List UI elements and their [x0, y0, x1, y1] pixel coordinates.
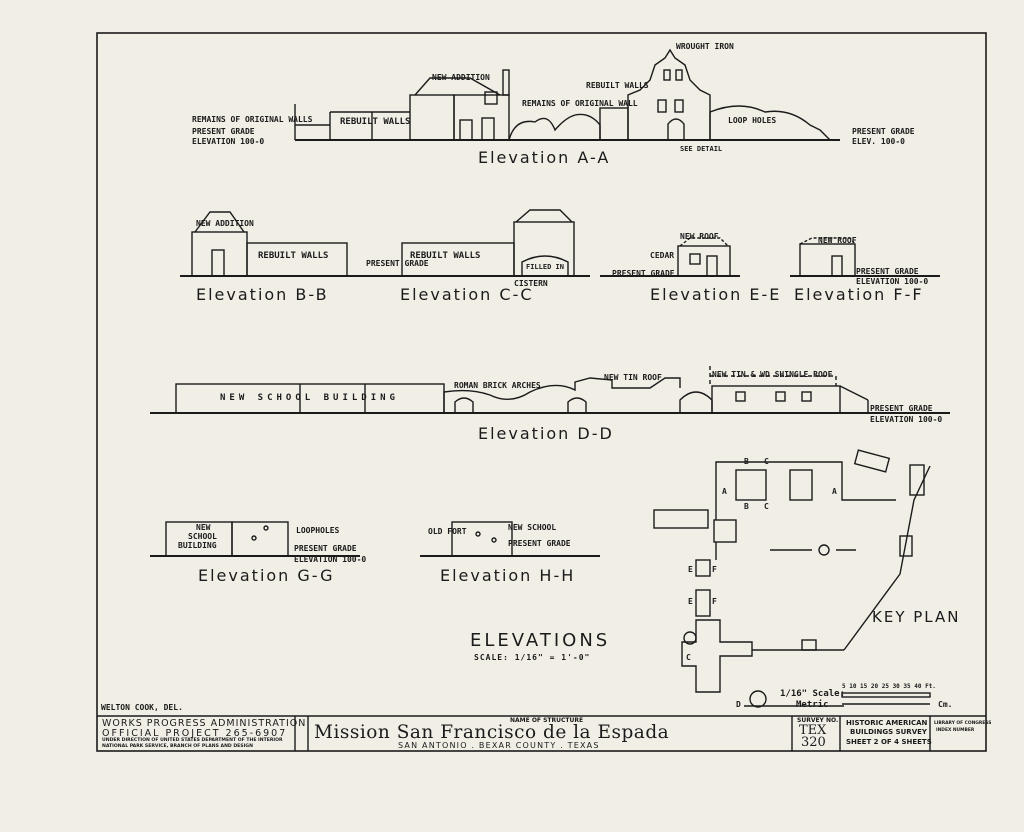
- label-filled-in: FILLED IN: [526, 263, 564, 271]
- scale-label: 1/16" Scale:: [780, 689, 846, 699]
- title-elevation-ff: Elevation F-F: [794, 285, 924, 304]
- label-new-gg: NEW: [196, 523, 211, 532]
- label-elevation-gg: ELEVATION 100-0: [294, 555, 367, 564]
- sheet-border: [96, 32, 987, 752]
- plan-letter: C: [686, 653, 691, 662]
- plan-letter: A: [832, 487, 837, 496]
- label-elevation-dd: ELEVATION 100-0: [870, 415, 943, 424]
- label-cedar: CEDAR: [650, 251, 675, 260]
- title-elevation-cc: Elevation C-C: [400, 285, 534, 304]
- plan-letter: F: [712, 565, 717, 574]
- label-new-addition-aa: NEW ADDITION: [432, 73, 490, 82]
- label-loopholes-gg: LOOPHOLES: [296, 526, 340, 535]
- title-elevation-hh: Elevation H-H: [440, 566, 576, 585]
- label-new-tin-shingle-roof: NEW TIN & WD SHINGLE ROOF: [712, 370, 833, 379]
- label-see-detail: SEE DETAIL: [680, 145, 723, 153]
- delineator-credit: WELTON COOK, DEL.: [101, 703, 183, 712]
- key-plan-title: KEY PLAN: [872, 608, 961, 626]
- elevation-hh-drawing: [420, 521, 600, 557]
- name-of-structure-caption: NAME OF STRUCTURE: [510, 717, 584, 724]
- agency-line-2: OFFICIAL PROJECT 265-6907: [102, 728, 288, 739]
- plan-letter: E: [688, 565, 693, 574]
- elevation-dd-drawing: [150, 366, 950, 414]
- label-present-grade-ff: PRESENT GRADE: [856, 267, 919, 276]
- label-remains-original-walls: REMAINS OF ORIGINAL WALLS: [192, 115, 313, 124]
- title-elevation-aa: Elevation A-A: [478, 148, 611, 167]
- elevation-gg-drawing: [150, 521, 360, 557]
- graphic-scale: [749, 690, 931, 708]
- label-rebuilt-walls-aa: REBUILT WALLS: [586, 81, 649, 90]
- label-elev-aa-right: ELEV. 100-0: [852, 137, 905, 146]
- elevations-heading: ELEVATIONS: [470, 630, 611, 651]
- metric-unit: Cm.: [938, 700, 953, 709]
- label-present-grade-hh: PRESENT GRADE: [508, 539, 571, 548]
- survey-number: 320: [801, 735, 826, 750]
- plan-letter: D: [736, 700, 741, 709]
- elevation-bb-drawing: [180, 211, 355, 277]
- plan-letter: C: [764, 502, 769, 511]
- structure-name: Mission San Francisco de la Espada: [314, 722, 670, 743]
- label-new-school-building: NEW SCHOOL BUILDING: [220, 393, 399, 403]
- label-remains-original-wall: REMAINS OF ORIGINAL WALL: [522, 99, 638, 108]
- habs-line-1: HISTORIC AMERICAN: [846, 719, 928, 727]
- label-present-grade-gg: PRESENT GRADE: [294, 544, 357, 553]
- label-wrought-iron: WROUGHT IRON: [676, 42, 734, 51]
- label-present-grade-dd: PRESENT GRADE: [870, 404, 933, 413]
- elevation-aa-drawing: [294, 48, 840, 141]
- title-elevation-bb: Elevation B-B: [196, 285, 329, 304]
- label-new-roof-ee: NEW ROOF: [680, 232, 719, 241]
- label-present-grade-bb: PRESENT GRADE: [366, 259, 429, 268]
- label-new-tin-roof: NEW TIN ROOF: [604, 373, 662, 382]
- elevation-ee-drawing: [600, 237, 740, 277]
- title-elevation-gg: Elevation G-G: [198, 566, 335, 585]
- habs-line-2: BUILDINGS SURVEY: [850, 728, 927, 736]
- elevation-ff-drawing: [790, 237, 940, 277]
- label-elevation-ff: ELEVATION 100-0: [856, 277, 929, 286]
- library-line-1: LIBRARY OF CONGRESS: [934, 721, 992, 726]
- title-elevation-ee: Elevation E-E: [650, 285, 782, 304]
- label-elevation-aa-left: ELEVATION 100-0: [192, 137, 265, 146]
- plan-letter: A: [722, 487, 727, 496]
- survey-number-caption: SURVEY NO.: [797, 717, 839, 724]
- elevation-cc-drawing: [355, 209, 590, 277]
- label-building-gg: BUILDING: [178, 541, 217, 550]
- plan-letter: C: [764, 457, 769, 466]
- label-rebuilt-walls-bb: REBUILT WALLS: [258, 251, 329, 261]
- structure-location: SAN ANTONIO . BEXAR COUNTY . TEXAS: [398, 741, 600, 750]
- agency-line-3: UNDER DIRECTION OF UNITED STATES DEPARTM…: [102, 738, 283, 743]
- label-present-grade-ee: PRESENT GRADE: [612, 269, 675, 278]
- agency-line-1: WORKS PROGRESS ADMINISTRATION: [102, 718, 307, 729]
- label-roman-brick-arches: ROMAN BRICK ARCHES: [454, 381, 541, 390]
- plan-letter: F: [712, 597, 717, 606]
- title-elevation-dd: Elevation D-D: [478, 424, 614, 443]
- metric-label: Metric: [796, 700, 829, 710]
- key-plan-drawing: [653, 449, 931, 707]
- plan-letter: E: [688, 597, 693, 606]
- sheet-number: SHEET 2 OF 4 SHEETS: [846, 738, 932, 746]
- label-present-grade-aa-right: PRESENT GRADE: [852, 127, 915, 136]
- label-present-grade-aa-left: PRESENT GRADE: [192, 127, 255, 136]
- survey-state: TEX: [799, 723, 827, 738]
- label-new-school-hh: NEW SCHOOL: [508, 523, 557, 532]
- agency-line-4: NATIONAL PARK SERVICE, BRANCH OF PLANS A…: [102, 744, 253, 749]
- library-line-2: INDEX NUMBER: [936, 728, 975, 733]
- elevations-scale: SCALE: 1/16" = 1'-0": [474, 653, 591, 662]
- label-cistern: CISTERN: [514, 279, 548, 288]
- label-old-fort: OLD FORT: [428, 527, 467, 536]
- plan-letter: B: [744, 457, 749, 466]
- label-school-gg: SCHOOL: [188, 532, 217, 541]
- scale-ticks: 5 10 15 20 25 30 35 40 Ft.: [842, 683, 936, 690]
- label-new-addition-bb: NEW ADDITION: [196, 219, 254, 228]
- label-new-roof-ff: NEW ROOF: [818, 236, 857, 245]
- label-rebuilt-walls-box: REBUILT WALLS: [340, 117, 411, 127]
- label-loop-holes: LOOP HOLES: [728, 116, 777, 125]
- plan-letter: B: [744, 502, 749, 511]
- label-rebuilt-walls-cc: REBUILT WALLS: [410, 251, 481, 261]
